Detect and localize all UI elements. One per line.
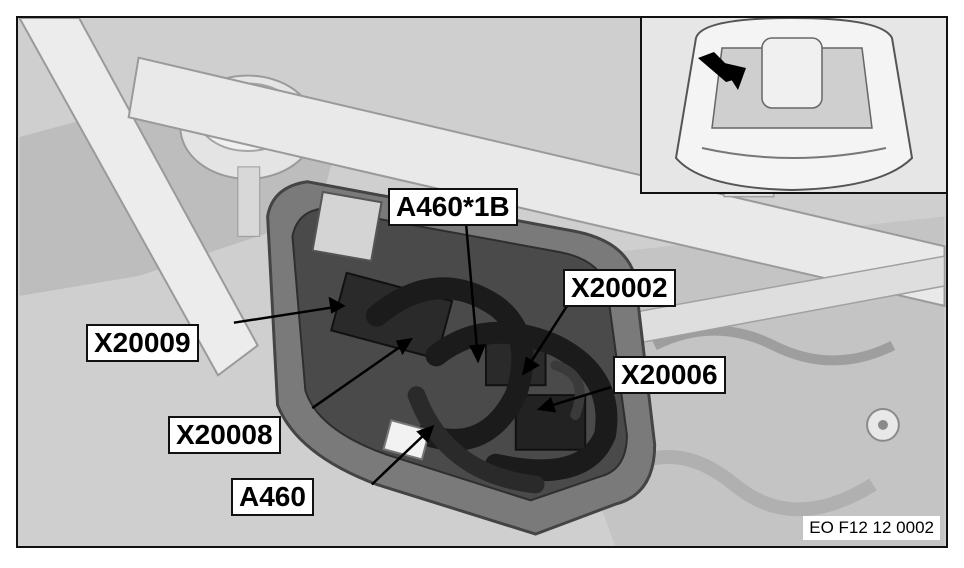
label-x20008: X20008 bbox=[168, 416, 281, 454]
engine-bay-illustration: A460*1B X20002 X20009 X20008 X20006 A460… bbox=[16, 16, 948, 548]
vehicle-location-inset bbox=[640, 18, 946, 194]
label-x20002: X20002 bbox=[563, 269, 676, 307]
label-x20006: X20006 bbox=[613, 356, 726, 394]
label-x20009: X20009 bbox=[86, 324, 199, 362]
label-a460: A460 bbox=[231, 478, 314, 516]
figure-caption: EO F12 12 0002 bbox=[803, 516, 940, 540]
vehicle-front-view bbox=[642, 18, 946, 192]
label-a460-1b: A460*1B bbox=[388, 188, 518, 226]
